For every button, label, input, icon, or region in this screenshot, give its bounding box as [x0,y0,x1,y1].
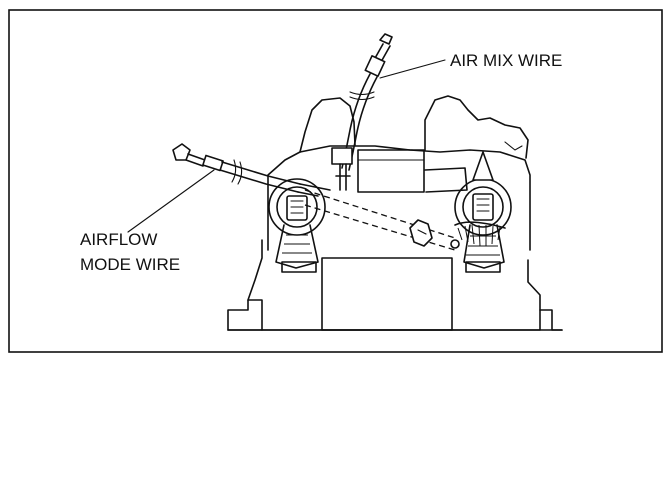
linkage-rods [304,189,460,251]
air-mix-wire-label: AIR MIX WIRE [450,51,562,70]
control-unit-housing [227,95,563,331]
airflow-mode-wire-label-line1: AIRFLOW [80,230,157,249]
air-mix-lever [454,151,512,273]
airflow-mode-wire-leader [127,169,215,233]
airflow-mode-lever [268,178,326,273]
figure-frame [8,9,663,353]
air-mix-wire-leader [379,59,446,79]
airflow-mode-wire-label-line2: MODE WIRE [80,255,180,274]
airflow-mode-wire [172,143,331,197]
air-mix-wire [331,33,393,191]
